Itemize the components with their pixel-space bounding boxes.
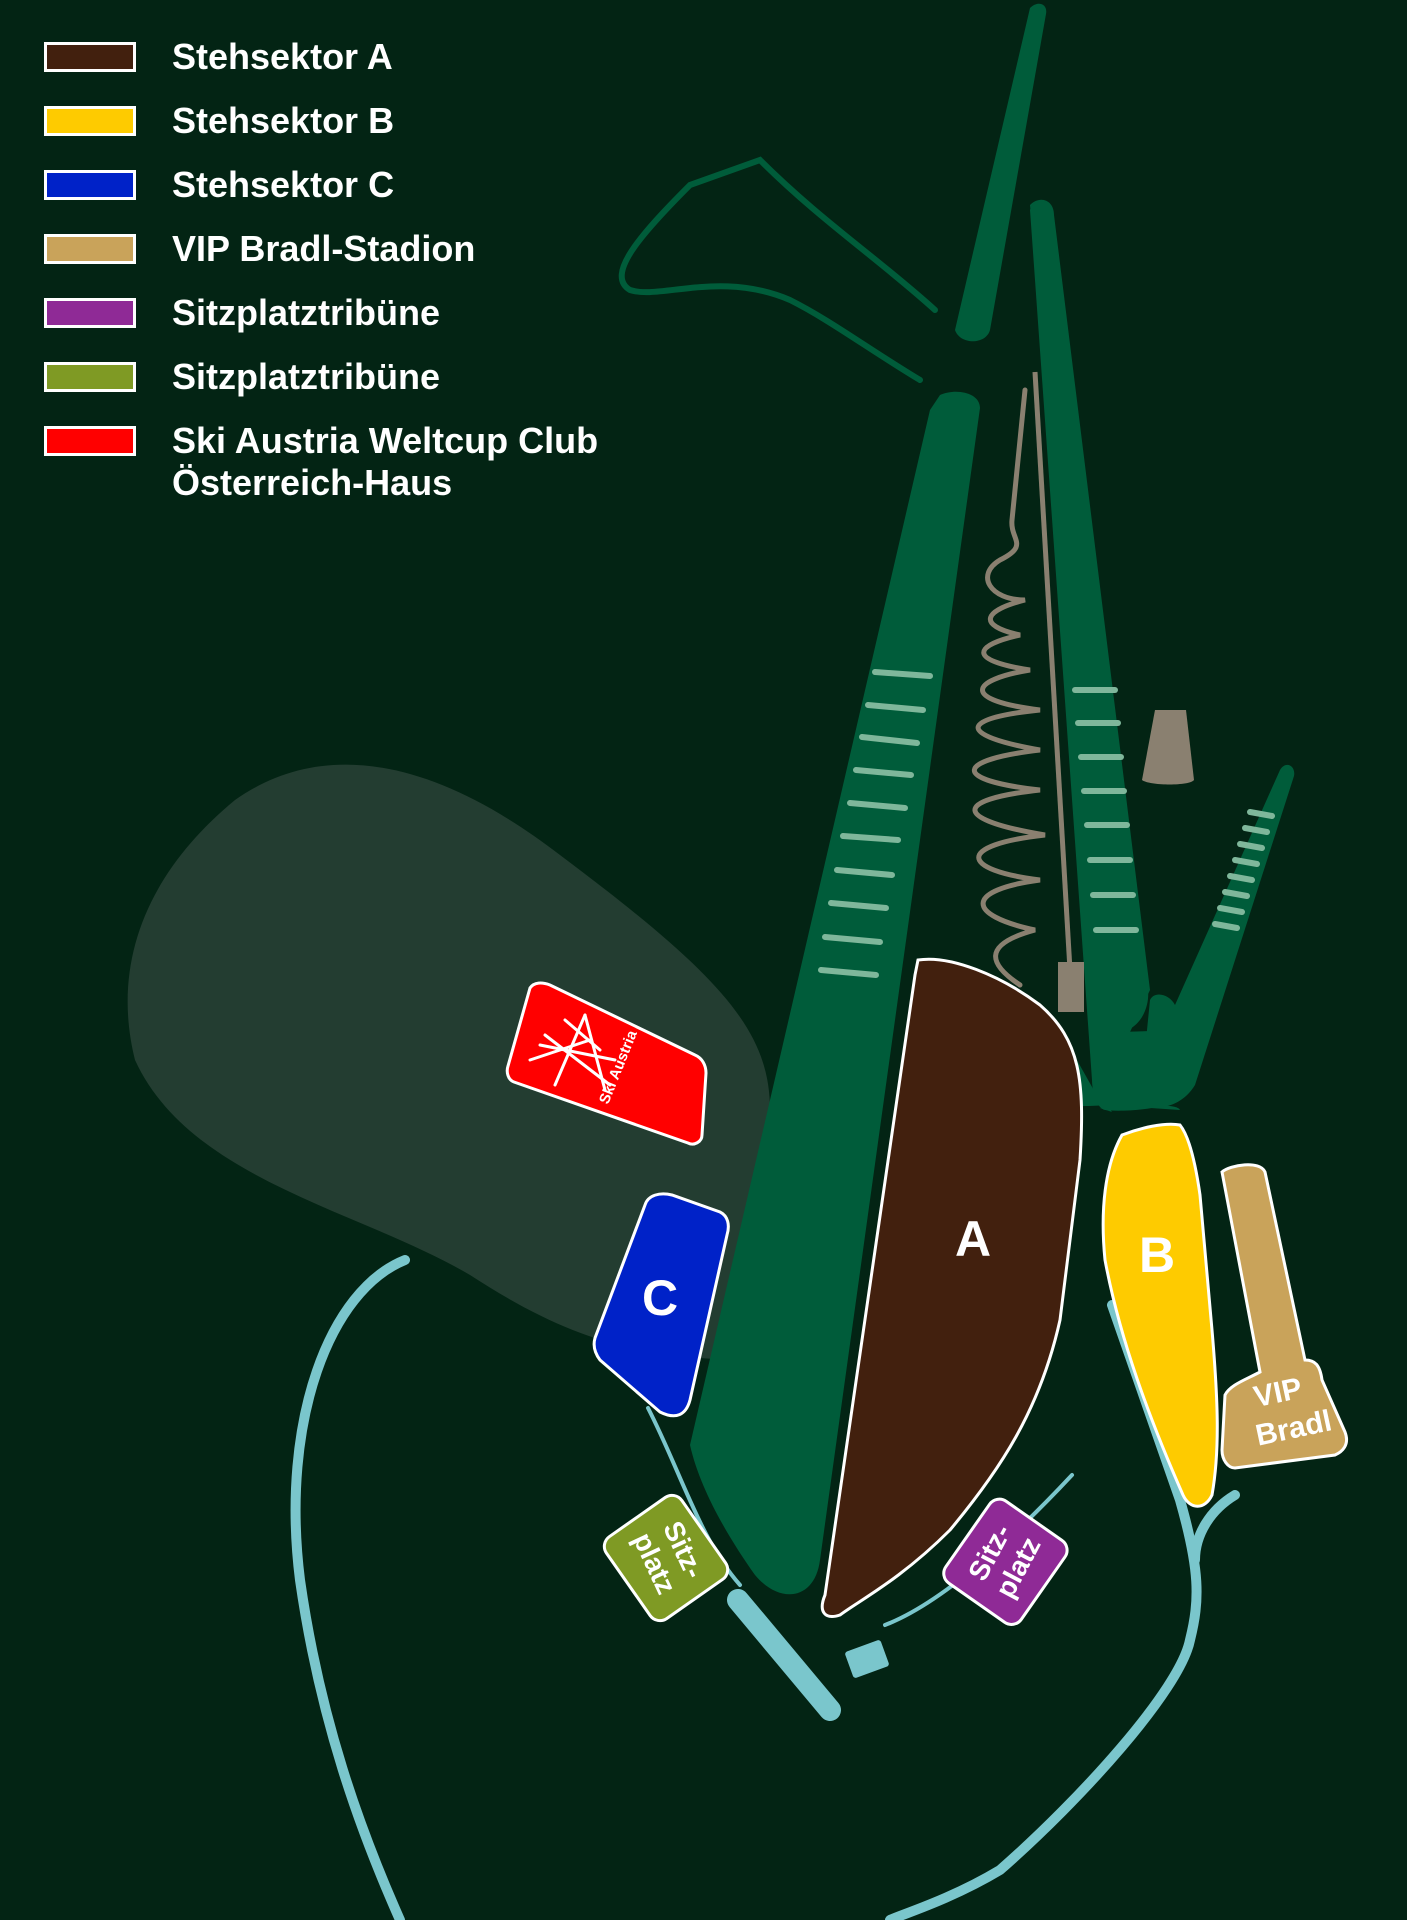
legend-label-ski-austria: Ski Austria Weltcup Club Österreich-Haus	[172, 420, 599, 503]
small-hill-outline	[618, 156, 938, 383]
legend-label-stehsektor-c: Stehsektor C	[172, 164, 395, 205]
legend-item-stehsektor-c: Stehsektor C	[44, 164, 598, 228]
sector-b[interactable]	[1101, 1122, 1219, 1508]
vip-bradl[interactable]	[1220, 1163, 1349, 1470]
legend-swatch-sitzplatz-olive	[44, 362, 136, 392]
sitzplatz-tribune-purple[interactable]	[939, 1494, 1072, 1629]
sector-a[interactable]	[820, 957, 1084, 1618]
walkway-platform	[845, 1640, 889, 1678]
walkway-paths	[290, 1255, 1240, 1920]
legend-label-sitzplatz-purple: Sitzplatztribüne	[172, 292, 440, 333]
legend-item-vip: VIP Bradl-Stadion	[44, 228, 598, 292]
fan-zone-area	[127, 764, 770, 1360]
sector-c[interactable]	[592, 1192, 730, 1418]
legend-swatch-stehsektor-c	[44, 170, 136, 200]
legend-item-sitzplatz-purple: Sitzplatztribüne	[44, 292, 598, 356]
legend-item-stehsektor-b: Stehsektor B	[44, 100, 598, 164]
large-hill-right-strip	[1030, 201, 1180, 1111]
sector-b-label: B	[1139, 1227, 1175, 1283]
legend-swatch-vip	[44, 234, 136, 264]
legend-swatch-stehsektor-a	[44, 42, 136, 72]
lift-station	[1058, 962, 1084, 1012]
legend-label-stehsektor-b: Stehsektor B	[172, 100, 395, 141]
legend-label-sitzplatz-olive: Sitzplatztribüne	[172, 356, 440, 397]
legend-swatch-sitzplatz-purple	[44, 298, 136, 328]
small-hill-inrun	[955, 3, 1047, 342]
legend-item-stehsektor-a: Stehsektor A	[44, 36, 598, 100]
legend-swatch-ski-austria	[44, 426, 136, 456]
tower-building	[1142, 710, 1194, 785]
lift-line	[1032, 371, 1073, 971]
ski-austria-logo	[528, 1013, 617, 1092]
side-hill-strip	[1140, 764, 1295, 1108]
zigzag-path	[972, 387, 1046, 988]
hill-stripes	[818, 669, 1275, 978]
legend-swatch-stehsektor-b	[44, 106, 136, 136]
legend-label-stehsektor-a: Stehsektor A	[172, 36, 393, 77]
large-hill-landing-left	[690, 391, 980, 1595]
legend-item-ski-austria: Ski Austria Weltcup Club Österreich-Haus	[44, 420, 598, 503]
sector-c-label: C	[642, 1270, 678, 1326]
sector-a-label: A	[955, 1211, 991, 1267]
sitzplatz-tribune-olive[interactable]	[600, 1491, 733, 1626]
legend: Stehsektor A Stehsektor B Stehsektor C V…	[44, 36, 598, 503]
legend-label-vip: VIP Bradl-Stadion	[172, 228, 476, 269]
ski-austria-club[interactable]	[505, 981, 708, 1146]
legend-item-sitzplatz-olive: Sitzplatztribüne	[44, 356, 598, 420]
